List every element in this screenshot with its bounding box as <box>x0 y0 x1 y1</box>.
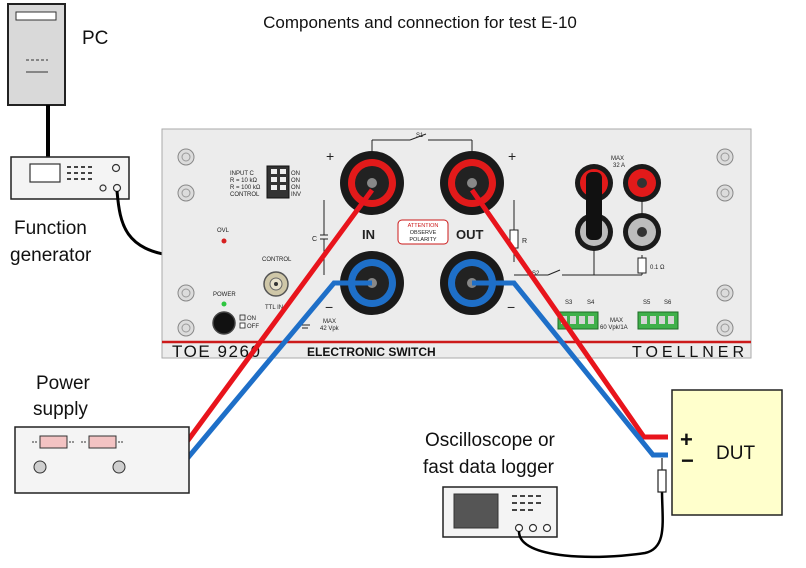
out-plus-sign: + <box>508 148 516 164</box>
electronic-switch-panel: INPUT C R = 10 kΩ R = 100 kΩ CONTROL ON … <box>161 128 752 361</box>
dut-blue-wire <box>472 280 668 458</box>
dip-on-1: ON <box>291 171 300 177</box>
dip-text-r10: R = 10 kΩ <box>230 178 258 184</box>
probe-icon <box>657 458 667 493</box>
power-off-label: OFF <box>247 324 259 330</box>
dut-minus-sign: − <box>681 448 694 473</box>
observe-text: OBSERVE <box>410 230 437 236</box>
max-sw-label-2: 60 Vpk/1A <box>600 325 628 331</box>
power-led-icon <box>221 301 227 307</box>
current-socket-red-2[interactable] <box>623 164 661 202</box>
pc-icon <box>7 3 66 106</box>
s3-label: S3 <box>565 300 573 306</box>
oscilloscope-label-line1: Oscilloscope or <box>425 430 556 451</box>
probe-cable <box>517 489 664 559</box>
s6-label: S6 <box>664 300 672 306</box>
power-supply-icon <box>14 426 190 494</box>
switch-s2-label: S2 <box>532 271 540 277</box>
max-voltage-label-2: 42 Vpk <box>320 326 340 332</box>
polarity-text: POLARITY <box>409 237 437 243</box>
diagram-title: Components and connection for test E-10 <box>263 13 577 32</box>
out-minus-sign: − <box>507 299 515 315</box>
product-name-label: ELECTRONIC SWITCH <box>307 345 436 359</box>
resistor-label: R <box>522 238 527 245</box>
power-label: POWER <box>213 292 236 298</box>
out-label: OUT <box>456 227 484 242</box>
terminal-block-s5-s6[interactable] <box>637 311 679 330</box>
in-label: IN <box>362 227 375 242</box>
dut-label: DUT <box>716 443 755 464</box>
dip-on-2: ON <box>291 178 300 184</box>
switch-s1-label: S1 <box>416 133 424 139</box>
shorting-link[interactable] <box>586 172 602 240</box>
function-generator-label-line2: generator <box>10 245 92 266</box>
power-supply-label-line1: Power <box>36 373 91 394</box>
max-sw-label-1: MAX <box>610 318 623 324</box>
max-voltage-label-1: MAX <box>323 319 336 325</box>
oscilloscope-icon <box>442 486 558 538</box>
s5-label: S5 <box>643 300 651 306</box>
capacitor-label: C <box>312 236 317 243</box>
shunt-label: 0.1 Ω <box>650 265 665 271</box>
power-on-label: ON <box>247 316 256 322</box>
dut-plus-sign: + <box>680 427 693 452</box>
ovl-label: OVL <box>217 228 230 234</box>
in-plus-terminal[interactable] <box>340 151 404 215</box>
dip-inv: INV <box>291 192 301 198</box>
pc-label: PC <box>82 28 108 49</box>
function-generator-label-line1: Function <box>14 218 87 239</box>
dip-text-control: CONTROL <box>230 192 260 198</box>
dip-text-r100: R = 100 kΩ <box>230 185 261 191</box>
power-blue-wire <box>184 280 372 462</box>
s4-label: S4 <box>587 300 595 306</box>
attention-box <box>397 219 449 245</box>
ttl-in-label: TTL IN <box>265 305 283 311</box>
bnc-control-label: CONTROL <box>262 257 292 263</box>
dip-text-input-c: INPUT C <box>230 171 255 177</box>
attention-text: ATTENTION <box>408 223 439 229</box>
max-current-label-2: 32 A <box>613 163 625 169</box>
in-minus-sign: − <box>325 299 333 315</box>
function-generator-icon <box>10 156 130 200</box>
in-plus-sign: + <box>326 148 334 164</box>
power-button[interactable] <box>212 311 236 335</box>
oscilloscope-label-line2: fast data logger <box>423 457 555 478</box>
max-current-label-1: MAX <box>611 156 624 162</box>
dip-on-3: ON <box>291 185 300 191</box>
power-red-wire <box>183 188 375 445</box>
socket-gray-2[interactable] <box>623 213 661 251</box>
power-supply-label-line2: supply <box>33 399 88 420</box>
dut-red-wire <box>469 188 668 440</box>
dut-box <box>671 389 783 516</box>
out-plus-terminal[interactable] <box>440 151 504 215</box>
ovl-led-icon <box>221 238 227 244</box>
mounting-hole-icon <box>177 148 734 337</box>
